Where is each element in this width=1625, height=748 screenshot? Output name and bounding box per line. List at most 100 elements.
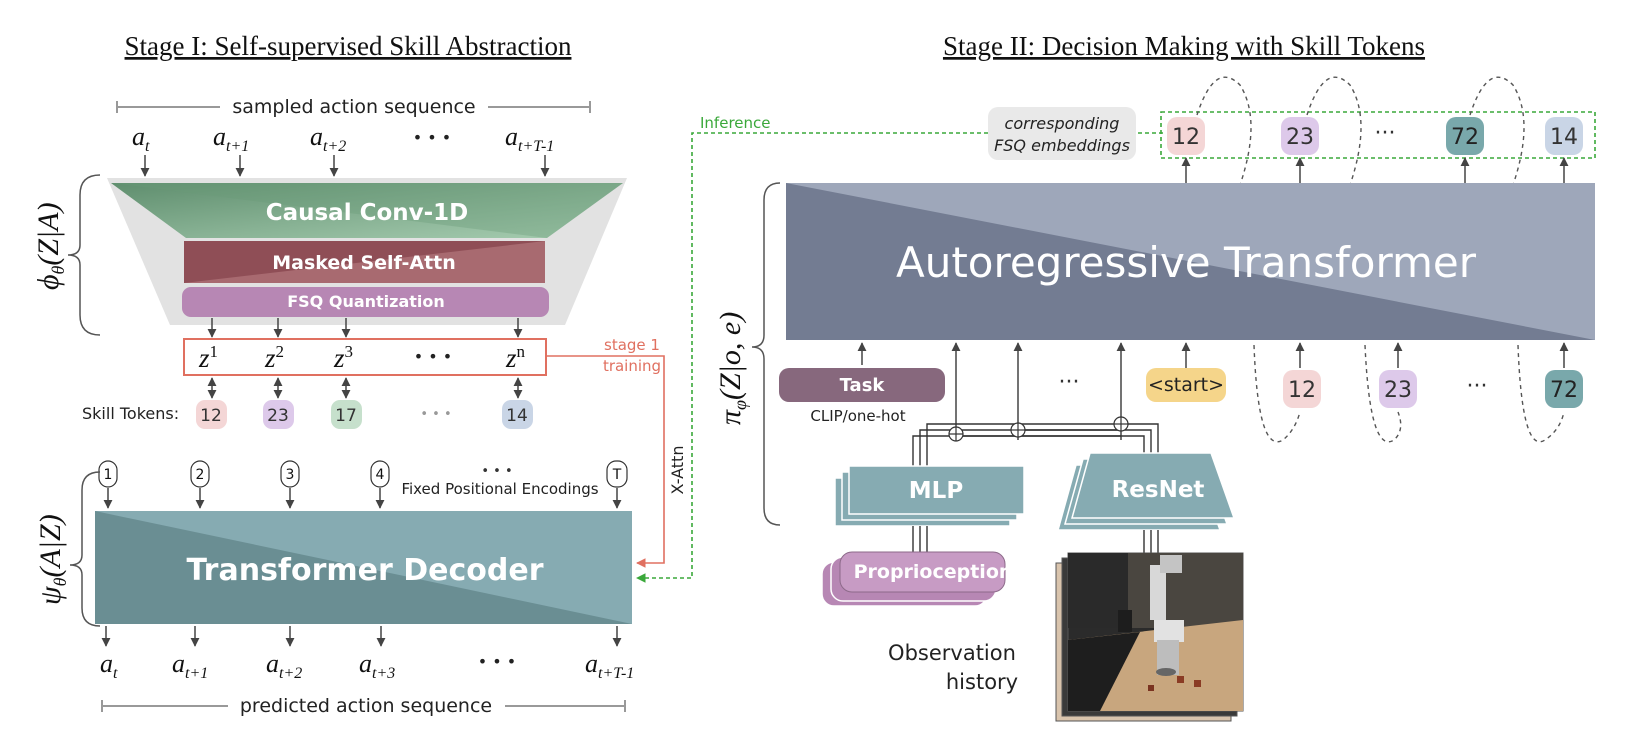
skill-tokens-label: Skill Tokens: — [82, 404, 179, 423]
observation-dots: ··· — [1059, 370, 1080, 395]
svg-text:T: T — [612, 467, 622, 483]
output-action-t3: at+3 — [359, 649, 395, 682]
svg-text:12: 12 — [1288, 378, 1316, 403]
task-block: Task — [779, 368, 945, 402]
sampled-action-label: sampled action sequence — [232, 96, 475, 118]
positional-encodings: 1 2 3 4 T — [98, 460, 628, 488]
observation-label-2: history — [946, 670, 1018, 694]
latent-zn: zn — [505, 342, 526, 373]
output-token-14: 14 — [1545, 117, 1583, 155]
causal-conv-label: Causal Conv-1D — [266, 200, 469, 226]
svg-text:14: 14 — [506, 406, 528, 426]
output-dots: • • • — [478, 652, 516, 671]
inference-path — [636, 132, 1163, 583]
skill-token-23: 23 — [263, 400, 294, 429]
transformer-output-arrows — [1181, 157, 1569, 183]
output-action-t1: at+1 — [172, 649, 208, 682]
svg-text:12: 12 — [1172, 125, 1200, 150]
svg-text:17: 17 — [335, 406, 357, 426]
fixed-positional-label: Fixed Positional Encodings — [401, 480, 598, 498]
skill-token-dots: • • • — [420, 407, 451, 422]
stage1-training-label-2: training — [603, 357, 661, 375]
autoregressive-transformer-label: Autoregressive Transformer — [896, 238, 1477, 287]
stage1-training-label-1: stage 1 — [604, 336, 660, 354]
svg-text:<start>: <start> — [1148, 374, 1224, 396]
positional-dots: • • • — [481, 464, 512, 479]
svg-text:4: 4 — [376, 467, 385, 483]
skill-token-12: 12 — [196, 400, 227, 429]
svg-text:14: 14 — [1550, 125, 1578, 150]
stage1-training-path — [546, 355, 665, 568]
start-token: <start> — [1146, 368, 1226, 402]
latent-z-box — [183, 338, 547, 376]
output-action-t: at — [100, 649, 118, 682]
latent-dots: • • • — [414, 347, 452, 366]
policy-brace — [751, 182, 781, 526]
output-token-72: 72 — [1446, 117, 1484, 155]
policy-label: πφ(Z|o, e) — [714, 312, 750, 425]
svg-text:1: 1 — [104, 467, 113, 483]
skill-token-17: 17 — [331, 400, 362, 429]
observation-connectors — [912, 526, 1159, 554]
fsq-embeddings-label-2: FSQ embeddings — [994, 136, 1130, 155]
input-token-12: 12 — [1283, 370, 1321, 408]
svg-text:72: 72 — [1550, 378, 1578, 403]
inference-label: Inference — [700, 114, 771, 132]
input-token-dots: ··· — [1467, 374, 1488, 399]
decoder-label: ψθ(A|Z) — [34, 514, 70, 605]
svg-text:Task: Task — [840, 375, 886, 396]
svg-text:23: 23 — [1384, 378, 1412, 403]
proprioception-stack — [821, 551, 1006, 607]
positional-arrows — [103, 488, 622, 509]
fsq-embeddings-label-1: corresponding — [1005, 114, 1120, 133]
resnet-stack — [1057, 452, 1236, 531]
latent-z2: z2 — [264, 342, 284, 373]
svg-text:12: 12 — [200, 406, 222, 426]
fsq-embeddings-box — [988, 107, 1136, 160]
mlp-stack — [834, 465, 1025, 527]
svg-text:23: 23 — [267, 406, 289, 426]
input-token-72: 72 — [1545, 370, 1583, 408]
fsq-label: FSQ Quantization — [287, 292, 445, 311]
decoder-brace — [69, 471, 101, 627]
input-action-t: at — [132, 122, 150, 155]
latent-z3: z3 — [333, 342, 353, 373]
autoregressive-loops-top — [1196, 76, 1525, 186]
output-token-12: 12 — [1167, 117, 1205, 155]
input-action-t1: at+1 — [213, 122, 249, 155]
causal-conv-block — [111, 183, 623, 238]
output-token-23: 23 — [1281, 117, 1319, 155]
svg-text:2: 2 — [196, 467, 205, 483]
autoregressive-loops-bottom — [1253, 344, 1565, 443]
token-double-arrows — [207, 377, 523, 399]
stage2-title: Stage II: Decision Making with Skill Tok… — [943, 31, 1425, 61]
input-action-tT: at+T-1 — [505, 122, 554, 155]
resnet-label: ResNet — [1112, 477, 1205, 503]
xattn-label: X-Attn — [668, 446, 687, 495]
observation-label-1: Observation — [888, 641, 1016, 665]
svg-text:72: 72 — [1451, 125, 1479, 150]
encoder-label: ϕθ(Z|A) — [32, 202, 68, 290]
input-arrows — [140, 155, 550, 177]
sampled-sequence-bracket — [116, 101, 591, 113]
fsq-block — [182, 287, 549, 317]
encoder-brace — [67, 174, 101, 336]
stage1-title: Stage I: Self-supervised Skill Abstracti… — [125, 31, 572, 61]
input-dots: • • • — [413, 128, 451, 147]
transformer-decoder-label: Transformer Decoder — [187, 553, 544, 588]
sum-node-crosses — [949, 417, 1128, 441]
sum-nodes — [948, 416, 1129, 442]
output-action-t2: at+2 — [266, 649, 302, 682]
output-action-tT: at+T-1 — [585, 649, 634, 682]
output-tokens-frame — [1160, 111, 1596, 159]
input-action-t2: at+2 — [310, 122, 346, 155]
clip-label: CLIP/one-hot — [810, 407, 905, 425]
output-token-dots: ··· — [1375, 121, 1396, 146]
proprioception-label: Proprioception — [854, 561, 1013, 583]
input-token-23: 23 — [1379, 370, 1417, 408]
predicted-sequence-bracket — [101, 700, 626, 712]
fsq-arrows — [207, 318, 523, 338]
svg-text:23: 23 — [1286, 125, 1314, 150]
masked-attn-label: Masked Self-Attn — [272, 252, 456, 274]
